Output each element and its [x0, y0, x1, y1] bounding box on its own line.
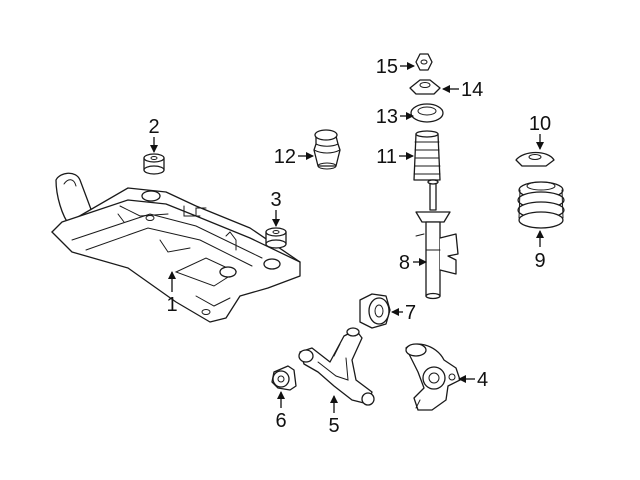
callout-14: 14 [461, 79, 483, 101]
control-arm-bushing-front [359, 293, 391, 329]
callout-7: 7 [405, 302, 416, 324]
callout-4: 4 [477, 369, 488, 391]
dust-boot [413, 130, 441, 181]
strut-assembly [415, 179, 459, 300]
callout-15: 15 [376, 56, 398, 78]
callout-12: 12 [274, 146, 296, 168]
callout-2: 2 [148, 116, 159, 138]
strut-nut [415, 53, 433, 71]
callout-1: 1 [166, 294, 177, 316]
control-arm-bushing-rear [271, 365, 297, 391]
callout-5: 5 [328, 415, 339, 437]
strut-mount [409, 79, 441, 95]
bump-stop [313, 129, 341, 170]
callout-9: 9 [534, 250, 545, 272]
strut-bearing [410, 103, 444, 123]
callout-10: 10 [529, 113, 551, 135]
steering-knuckle [405, 343, 461, 411]
subframe-crossmember [51, 172, 301, 323]
callout-11: 11 [376, 146, 397, 168]
leader-lines [150, 62, 544, 413]
callout-labels: 1 2 3 4 5 6 7 8 9 10 11 12 13 14 15 [148, 56, 551, 437]
callout-8: 8 [399, 252, 410, 274]
callout-13: 13 [376, 106, 398, 128]
callout-6: 6 [275, 410, 286, 432]
callout-3: 3 [270, 189, 281, 211]
coil-spring [517, 181, 565, 229]
subframe-bushing-rear [265, 227, 287, 249]
spring-upper-seat [515, 151, 555, 167]
lower-control-arm [298, 327, 375, 406]
subframe-bushing [143, 153, 165, 175]
